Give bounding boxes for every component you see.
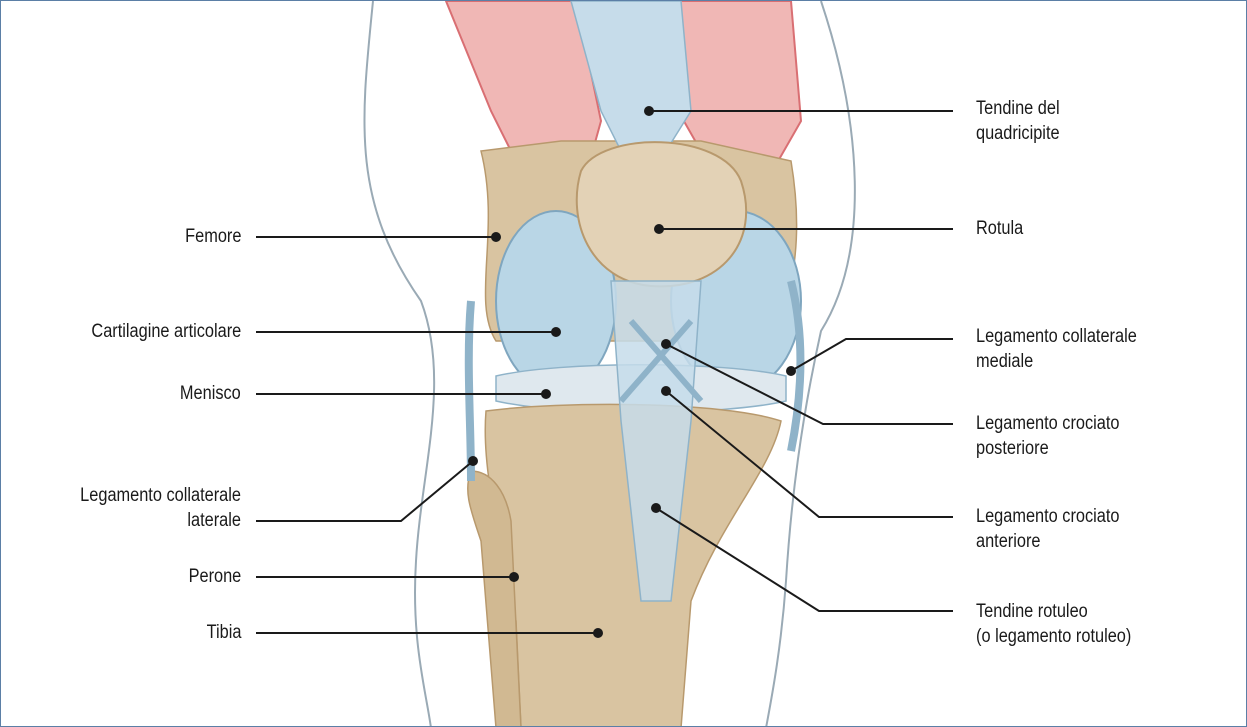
dot-quadriceps-tendon <box>644 106 654 116</box>
label-tibia: Tibia <box>206 620 241 645</box>
leader-lateral-collateral-ligament <box>256 461 473 521</box>
dot-lateral-collateral-ligament <box>468 456 478 466</box>
dot-meniscus <box>541 389 551 399</box>
label-patella: Rotula <box>976 216 1023 241</box>
dot-patellar-tendon <box>651 503 661 513</box>
skin-outline <box>364 1 434 727</box>
dot-tibia <box>593 628 603 638</box>
label-patellar-tendon: Tendine rotuleo(o legamento rotuleo) <box>976 599 1131 649</box>
patella-bone <box>577 142 746 286</box>
dot-femur <box>491 232 501 242</box>
dot-posterior-cruciate-ligament <box>661 339 671 349</box>
dot-anterior-cruciate-ligament <box>661 386 671 396</box>
dot-fibula <box>509 572 519 582</box>
label-meniscus: Menisco <box>180 381 241 406</box>
dot-patella <box>654 224 664 234</box>
dot-medial-collateral-ligament <box>786 366 796 376</box>
lateral-collateral-ligament-shape <box>469 301 471 481</box>
label-articular-cartilage: Cartilagine articolare <box>91 319 241 344</box>
label-fibula: Perone <box>188 564 241 589</box>
dot-articular-cartilage <box>551 327 561 337</box>
label-femur: Femore <box>185 224 241 249</box>
